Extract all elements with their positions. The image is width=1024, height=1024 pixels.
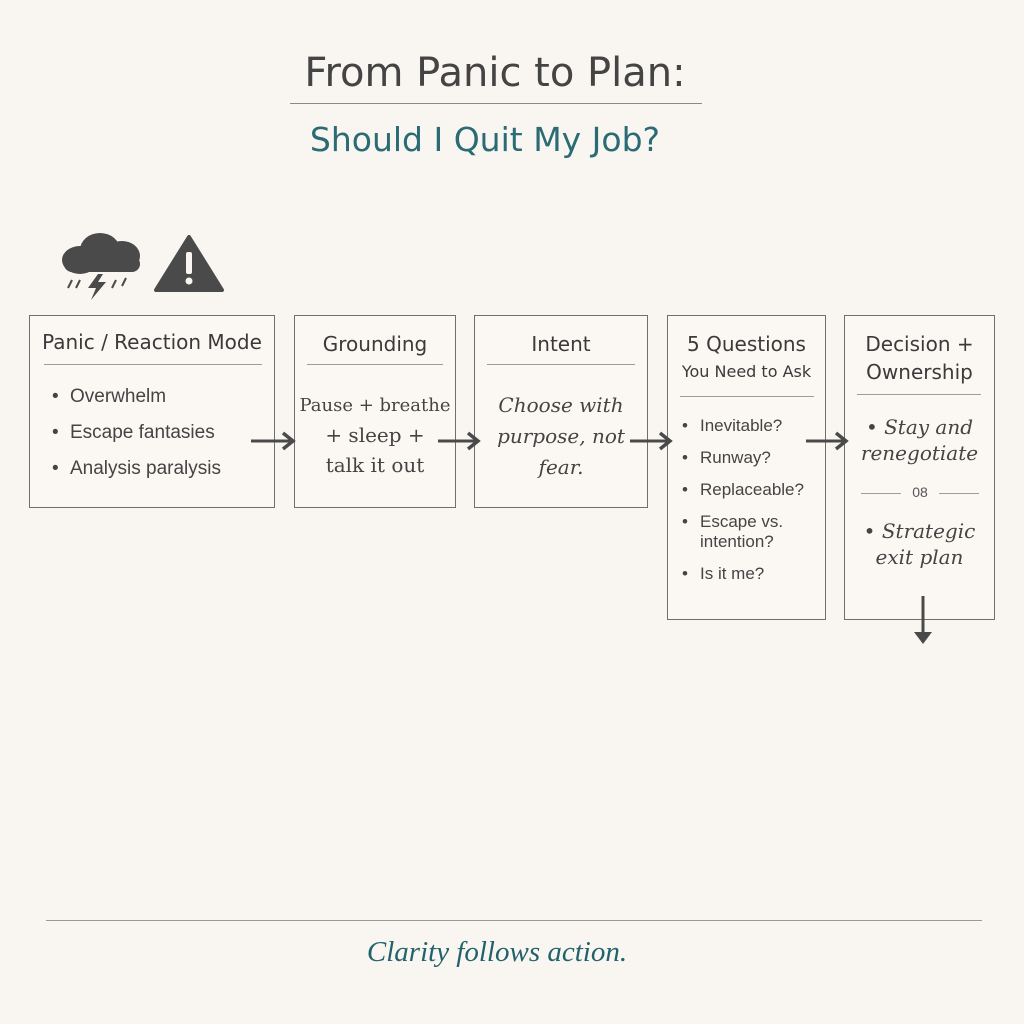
header-icons — [62, 233, 224, 300]
warning-icon — [154, 235, 224, 292]
list-item: Inevitable? — [680, 416, 824, 436]
arrow-right-icon — [438, 431, 481, 451]
stage-decision-box: Decision + Ownership • Stay and renegoti… — [844, 315, 995, 620]
stage-grounding-heading: Grounding — [322, 332, 428, 356]
stage-questions-rule — [680, 396, 814, 397]
text-line: • Stay and — [865, 415, 974, 439]
text-line: purpose, not — [497, 424, 625, 448]
stage-panic-heading: Panic / Reaction Mode — [42, 330, 262, 354]
stage-decision-option-1: • Stay and renegotiate — [845, 414, 994, 466]
text-line: talk it out — [325, 453, 425, 477]
footer-tagline: Clarity follows action. — [366, 936, 628, 968]
diagram-subtitle: Should I Quit My Job? — [309, 120, 661, 159]
text-line: + sleep + — [325, 423, 425, 447]
option-text: Stay and — [884, 415, 974, 439]
stage-decision-rule — [857, 394, 981, 395]
list-item: Replaceable? — [680, 480, 824, 500]
stage-decision-heading: Decision + — [865, 332, 974, 356]
stage-decision-heading-line2: Ownership — [866, 360, 973, 384]
text-line: exit plan — [875, 545, 964, 569]
stage-panic-box: Panic / Reaction Mode Overwhelm Escape f… — [29, 315, 275, 508]
text-line: Pause + breathe — [299, 395, 451, 416]
stage-questions-heading: 5 Questions — [687, 332, 806, 356]
stage-decision-option-2: • Strategic exit plan — [845, 518, 994, 570]
stage-panic-list: Overwhelm Escape fantasies Analysis para… — [50, 386, 221, 480]
list-item: Is it me? — [680, 564, 824, 584]
stage-grounding-text: Pause + breathe + sleep + talk it out — [295, 392, 455, 480]
stage-intent-heading: Intent — [531, 332, 591, 356]
list-item: Overwhelm — [50, 386, 221, 408]
list-item-continuation: intention? — [700, 532, 774, 551]
text-line: Choose with — [498, 393, 624, 417]
stage-questions-list: Inevitable? Runway? Replaceable? Escape … — [680, 416, 824, 584]
stage-grounding-box: Grounding Pause + breathe + sleep + talk… — [294, 315, 456, 508]
stage-questions-subheading: You Need to Ask — [681, 362, 812, 381]
list-item: Analysis paralysis — [50, 458, 221, 480]
arrow-right-icon — [630, 431, 673, 451]
storm-cloud-icon — [62, 233, 140, 300]
stage-grounding-rule — [307, 364, 443, 365]
diagram-title: From Panic to Plan: — [304, 50, 686, 96]
decision-divider: 08 — [861, 484, 979, 502]
divider-label: 08 — [912, 484, 928, 500]
title-underline — [290, 103, 702, 104]
text-line: fear. — [538, 455, 584, 479]
footer-rule — [46, 920, 982, 921]
list-item: Escape vs. — [680, 512, 824, 532]
stage-questions-box: 5 Questions You Need to Ask Inevitable? … — [667, 315, 826, 620]
stage-intent-text: Choose with purpose, not fear. — [475, 390, 647, 483]
list-item: Runway? — [680, 448, 824, 468]
stage-panic-rule — [44, 364, 262, 365]
text-line: renegotiate — [860, 441, 979, 465]
stage-intent-box: Intent Choose with purpose, not fear. — [474, 315, 648, 508]
stage-intent-rule — [487, 364, 635, 365]
list-item: Escape fantasies — [50, 422, 221, 444]
arrow-down-icon — [914, 596, 932, 644]
option-text: Strategic — [881, 519, 976, 543]
text-line: • Strategic — [863, 519, 976, 543]
arrow-right-icon — [806, 431, 849, 451]
arrow-right-icon — [251, 431, 296, 451]
